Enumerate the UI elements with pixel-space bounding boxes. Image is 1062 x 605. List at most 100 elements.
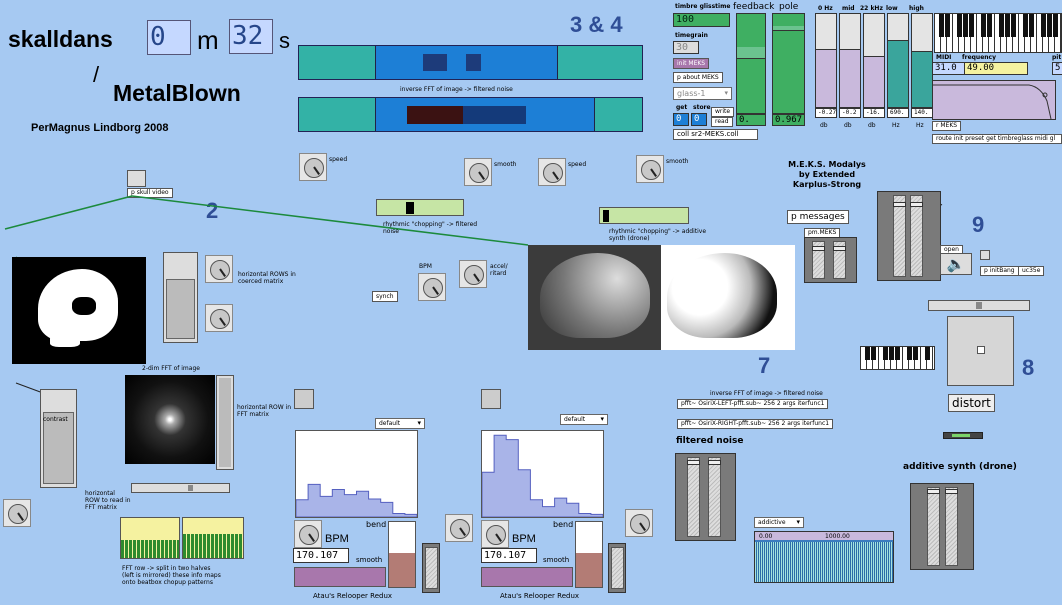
addictive-menu[interactable]: addictive — [754, 517, 804, 528]
relooper-a-menu[interactable]: default — [375, 418, 425, 429]
contrast-label-2: contrast — [43, 416, 68, 423]
feedback-slider[interactable] — [736, 13, 766, 114]
accel-knob[interactable] — [459, 260, 487, 288]
relooper-a-knob[interactable] — [294, 520, 322, 548]
skull-image-dark — [528, 245, 661, 350]
midi-value[interactable]: 31.0 — [932, 62, 967, 75]
rows-knob[interactable] — [205, 255, 233, 283]
filter-curve[interactable] — [932, 80, 1056, 120]
glass-preset-menu[interactable]: glass-1 — [673, 87, 732, 100]
p-initbang-object[interactable]: p initBang — [980, 266, 1019, 276]
distort-button[interactable]: distort — [948, 394, 995, 412]
relooper-a-bend-label: bend — [366, 520, 387, 529]
eq-slider-4[interactable] — [911, 13, 933, 108]
about-meks-button[interactable]: p about MEKS — [673, 72, 723, 83]
minutes-display[interactable]: 0 — [147, 20, 191, 55]
eq-slider-1[interactable] — [839, 13, 861, 108]
contrast-slider[interactable] — [163, 252, 198, 343]
relooper-b-toggle[interactable] — [481, 389, 501, 409]
read-button[interactable]: read — [711, 117, 733, 127]
left-bottom-knob[interactable] — [3, 499, 31, 527]
pole-value[interactable]: 0.967 — [772, 114, 805, 126]
eq-slider-2[interactable] — [863, 13, 885, 108]
eq-value-3[interactable]: 690. — [887, 108, 909, 118]
section-9-gain[interactable] — [877, 191, 941, 281]
relooper-a-toggle[interactable] — [294, 389, 314, 409]
pfft-left-object[interactable]: pfft~ OsiriX-LEFT-pfft.sub~ 256 2 args i… — [677, 399, 829, 409]
smooth-label: smooth — [494, 161, 517, 168]
additive-synth-gain[interactable] — [910, 483, 974, 570]
relooper-b-menu[interactable]: default — [560, 414, 608, 425]
frequency-value[interactable]: 49.00 — [964, 62, 1028, 75]
feedback-label: feedback — [733, 2, 775, 12]
store-label: store — [693, 104, 711, 111]
relooper-a-knob-2[interactable] — [445, 514, 473, 542]
coll-object[interactable]: coll sr2-MEKS.coll — [673, 129, 758, 140]
bpm-knob[interactable] — [418, 273, 446, 301]
r-meks-object[interactable]: r MEKS — [932, 121, 962, 131]
video-toggle[interactable] — [127, 170, 146, 187]
eq-unit-1: db — [844, 122, 852, 129]
synch-button[interactable]: synch — [372, 291, 398, 302]
relooper-a-bar[interactable] — [294, 567, 386, 587]
feedback-value[interactable]: 0. — [736, 114, 766, 126]
eq-value-4[interactable]: 140. — [911, 108, 933, 118]
speed-knob[interactable] — [299, 153, 327, 181]
speed-knob-2[interactable] — [538, 158, 566, 186]
smooth-knob[interactable] — [464, 158, 492, 186]
uc35e-object[interactable]: uc35e — [1018, 266, 1045, 276]
init-meks-button[interactable]: init MEKS — [673, 58, 710, 69]
contrast-slider-2[interactable] — [40, 389, 77, 488]
rows-knob-2[interactable] — [205, 304, 233, 332]
seconds-display[interactable]: 32 — [229, 19, 273, 54]
speaker-icon[interactable]: 🔈 — [940, 253, 972, 275]
relooper-a-bpm-value[interactable]: 170.107 — [293, 548, 349, 563]
eq-value-2[interactable]: -16. — [863, 108, 885, 118]
eq-value-1[interactable]: -0.2 — [839, 108, 861, 118]
piano-keyboard-mid[interactable] — [860, 346, 935, 370]
p-messages-button[interactable]: p messages — [787, 210, 849, 224]
store-value[interactable]: 0 — [691, 113, 707, 126]
rhythmic-chopping-drone[interactable] — [599, 207, 689, 224]
piano-keyboard-top[interactable] — [934, 13, 1062, 53]
fft2d-image — [125, 375, 215, 464]
smooth-knob-2[interactable] — [636, 155, 664, 183]
timegrain-value[interactable]: 30 — [673, 41, 699, 54]
rhythmic-drone-label: rhythmic "chopping" -> additive synth (d… — [609, 228, 707, 242]
eq-unit-4: Hz — [916, 122, 924, 129]
fft-row-slider[interactable] — [216, 375, 234, 470]
route-object[interactable]: route init preset get timbreglass midi g… — [932, 134, 1062, 144]
relooper-b-histogram[interactable] — [481, 430, 604, 518]
eq-slider-0[interactable] — [815, 13, 837, 108]
pitch-value[interactable]: 5 — [1052, 62, 1062, 75]
meks-gain-sliders[interactable] — [804, 237, 857, 283]
fft-bar-bottom[interactable] — [298, 97, 643, 132]
rhythmic-chopping-noise[interactable] — [376, 199, 464, 216]
eq-value-0[interactable]: -0.27 — [815, 108, 837, 118]
fft-read-slider[interactable] — [131, 483, 230, 493]
section-8-hslider[interactable] — [928, 300, 1030, 311]
eq-unit-3: Hz — [892, 122, 900, 129]
relooper-a-histogram[interactable] — [295, 430, 418, 518]
relooper-b-bar[interactable] — [481, 567, 573, 587]
ifft-caption-7: inverse FFT of image -> filtered noise — [710, 390, 823, 397]
waveform-display[interactable]: 0.00 1000.00 — [754, 531, 894, 583]
pfft-right-object[interactable]: pfft~ OsiriX-RIGHT-pfft.sub~ 256 2 args … — [677, 419, 834, 429]
initbang-toggle[interactable] — [980, 250, 990, 260]
relooper-b-knob-2[interactable] — [625, 509, 653, 537]
timbre-glisstime-value[interactable]: 100 — [673, 13, 730, 27]
write-button[interactable]: write — [711, 107, 735, 117]
midi-label: MIDI — [936, 54, 952, 61]
relooper-a-title: Atau's Relooper Redux — [313, 592, 393, 600]
relooper-b-knob[interactable] — [481, 520, 509, 548]
eq-slider-3[interactable] — [887, 13, 909, 108]
fft-bar-top[interactable] — [298, 45, 643, 80]
filtered-noise-gain[interactable] — [675, 453, 736, 541]
relooper-a-smooth-label: smooth — [356, 556, 383, 564]
relooper-a-slider[interactable] — [422, 543, 440, 593]
pole-slider[interactable] — [772, 13, 805, 114]
xy-pad[interactable] — [947, 316, 1014, 386]
get-value[interactable]: 0 — [673, 113, 689, 126]
relooper-b-bpm-value[interactable]: 170.107 — [481, 548, 537, 563]
relooper-b-slider[interactable] — [608, 543, 626, 593]
